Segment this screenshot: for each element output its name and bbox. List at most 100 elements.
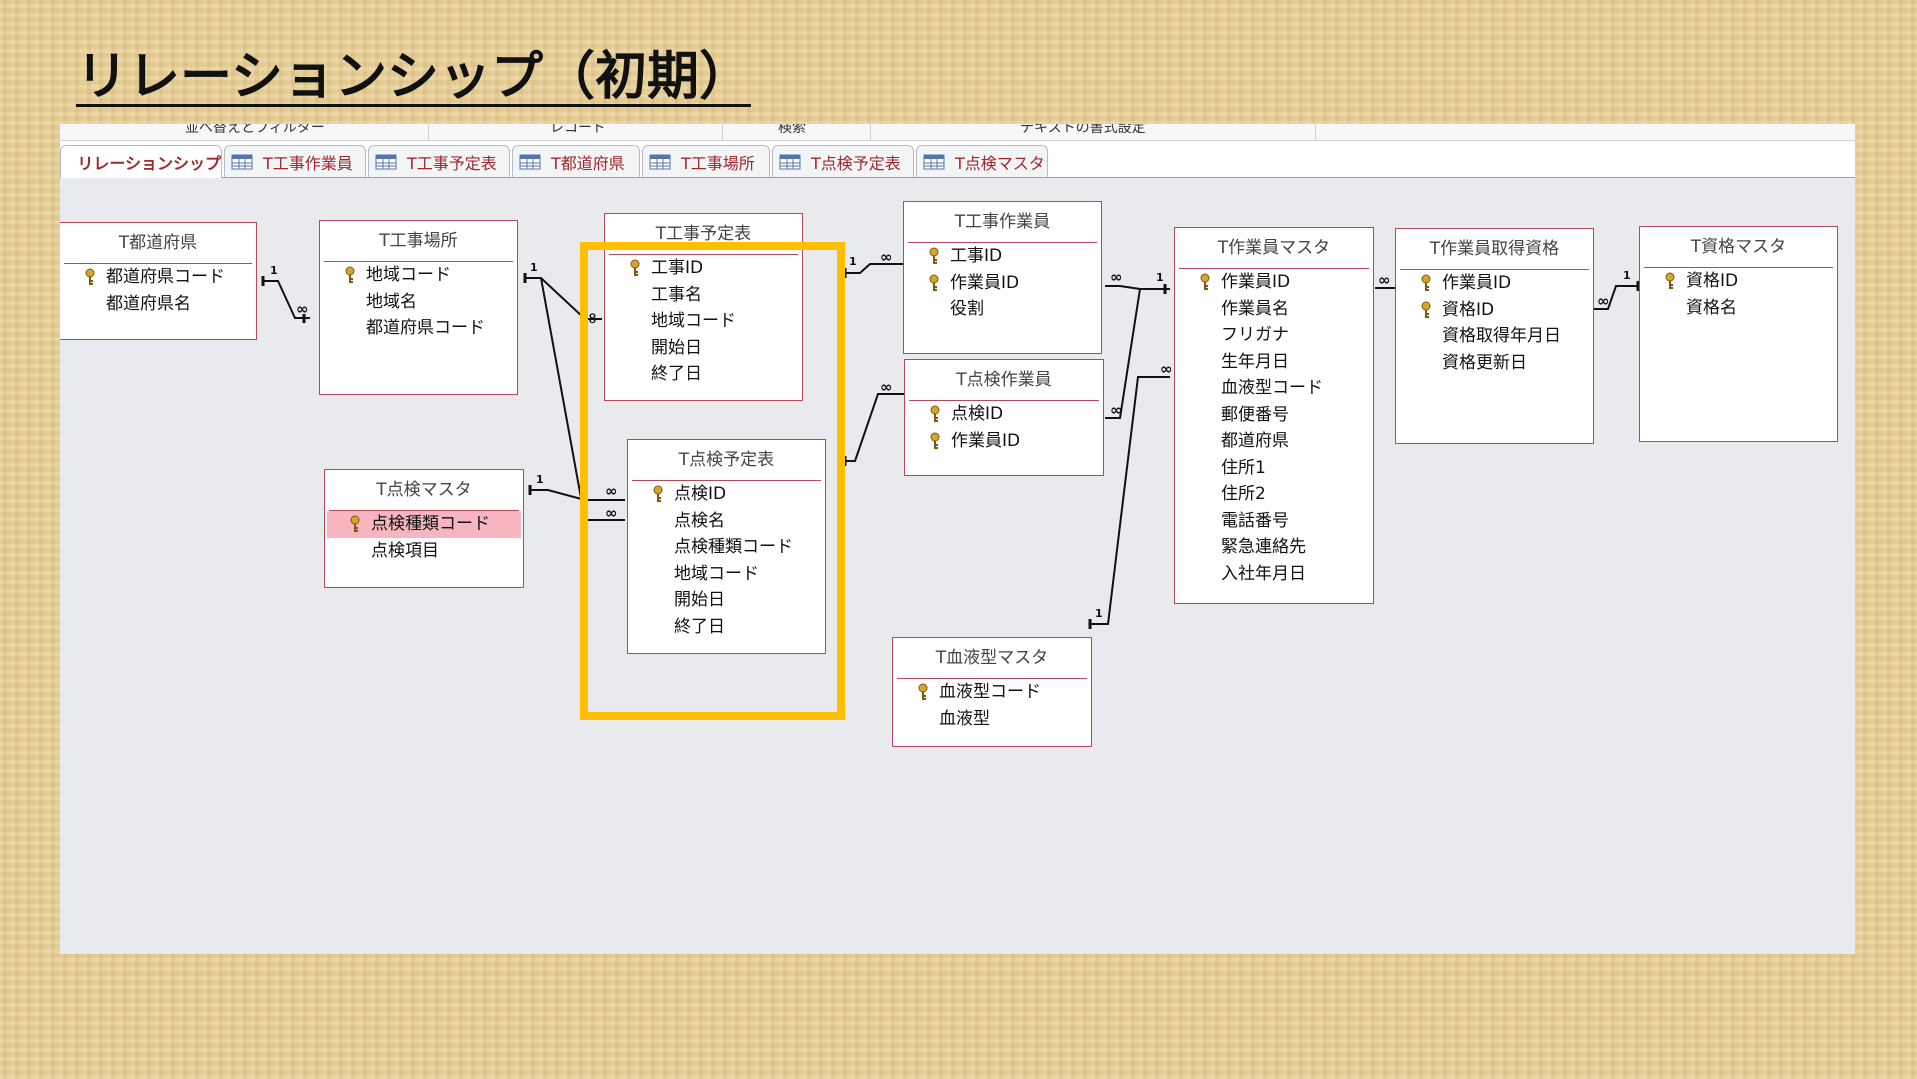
field-row[interactable]: 作業員ID [1398,270,1591,297]
field-row[interactable]: 都道府県 [1177,428,1371,455]
table-title[interactable]: T資格マスタ [1644,227,1833,268]
table-t-koji-sagyoin[interactable]: T工事作業員 工事ID 作業員ID 役割 [903,201,1102,354]
relation-line[interactable] [845,263,905,274]
field-row[interactable]: 作業員ID [1177,269,1371,296]
field-row[interactable]: 点検項目 [327,538,521,565]
relation-line[interactable] [845,393,906,462]
table-t-tenken-sagyoin[interactable]: T点検作業員 点検ID 作業員ID [904,359,1104,476]
table-title[interactable]: T工事作業員 [908,202,1097,243]
tab-label: T工事予定表 [407,153,497,173]
table-t-sagyoin-shutoku-shikaku[interactable]: T作業員取得資格 作業員ID 資格ID 資格取得年月日 資格更新日 [1395,228,1594,444]
table-title[interactable]: T血液型マスタ [897,638,1087,679]
table-t-sagyoin-master[interactable]: T作業員マスタ 作業員ID 作業員名 フリガナ 生年月日 血液型コード 郵便番号… [1174,227,1374,604]
tab-t-koji-sagyoin[interactable]: T工事作業員 [224,145,366,177]
cardinality-label: ∞ [1110,268,1123,286]
field-row[interactable]: 地域コード [322,262,515,289]
field-name: 作業員ID [1221,272,1291,292]
table-t-tenken-master[interactable]: T点検マスタ 点検種類コード 点検項目 [324,469,524,588]
table-t-ketsuekigata-master[interactable]: T血液型マスタ 血液型コード 血液型 [892,637,1092,747]
field-row[interactable]: 資格ID [1642,268,1835,295]
field-row[interactable]: 地域コード [607,308,800,335]
tab-t-tenken-yoteihyo[interactable]: T点検予定表 [772,145,914,177]
table-title[interactable]: T作業員取得資格 [1400,229,1589,270]
field-name: 工事ID [950,246,1003,266]
table-title[interactable]: T都道府県 [64,223,252,264]
ribbon-group-text-format[interactable]: テキストの書式設定 [1020,124,1146,136]
field-row[interactable]: 地域コード [630,561,823,588]
table-title[interactable]: T点検予定表 [632,440,821,481]
table-title[interactable]: T点検マスタ [329,470,519,511]
field-row[interactable]: 作業員ID [906,270,1099,297]
table-icon [519,154,541,169]
field-row[interactable]: 作業員名 [1177,296,1371,323]
relation-line[interactable] [1090,376,1170,625]
tab-t-koji-yoteihyo[interactable]: T工事予定表 [368,145,510,177]
table-t-todofuken[interactable]: T都道府県 都道府県コード 都道府県名 [60,222,257,340]
table-t-shikaku-master[interactable]: T資格マスタ 資格ID 資格名 [1639,226,1838,442]
field-row[interactable]: 工事ID [906,243,1099,270]
field-row[interactable]: 資格取得年月日 [1398,323,1591,350]
field-row[interactable]: 住所2 [1177,481,1371,508]
table-t-koji-yoteihyo[interactable]: T工事予定表 工事ID 工事名 地域コード 開始日 終了日 [604,213,803,401]
field-row[interactable]: 血液型コード [895,679,1089,706]
field-name: 点検ID [674,484,727,504]
field-row[interactable]: 点検ID [630,481,823,508]
field-row[interactable]: 開始日 [607,335,800,362]
field-row[interactable]: 工事名 [607,282,800,309]
field-name: 作業員ID [951,430,1021,451]
field-row[interactable]: 工事ID [607,255,800,282]
tab-t-todofuken[interactable]: T都道府県 [512,145,640,177]
field-row[interactable]: 緊急連絡先 [1177,534,1371,561]
field-row[interactable]: 点検種類コード [630,534,823,561]
field-row[interactable]: 血液型コード [1177,375,1371,402]
table-title[interactable]: T作業員マスタ [1179,228,1369,269]
table-title[interactable]: T工事場所 [324,221,513,262]
key-icon [350,515,360,532]
key-icon [1200,273,1210,290]
tab-t-koji-basho[interactable]: T工事場所 [642,145,770,177]
field-row[interactable]: 都道府県コード [322,315,515,342]
field-row[interactable]: 都道府県名 [62,291,254,318]
ribbon-group-find[interactable]: 検索 [778,124,806,136]
field-row[interactable]: 資格更新日 [1398,350,1591,377]
table-title[interactable]: T工事予定表 [609,214,798,255]
field-row[interactable]: 血液型 [895,706,1089,733]
field-row[interactable]: 資格名 [1642,295,1835,322]
field-row[interactable]: 都道府県コード [62,264,254,291]
key-icon [929,274,939,291]
field-row[interactable]: 終了日 [630,614,823,641]
table-title[interactable]: T点検作業員 [909,360,1099,401]
cardinality-label: 1 [530,261,538,274]
field-name: 資格取得年月日 [1442,326,1561,346]
field-row[interactable]: 役割 [906,296,1099,323]
relation-line[interactable] [1105,288,1170,419]
field-row[interactable]: 点検ID [907,401,1101,428]
field-row[interactable]: 地域名 [322,289,515,316]
field-row[interactable]: 住所1 [1177,455,1371,482]
field-row[interactable]: フリガナ [1177,322,1371,349]
field-row[interactable]: 電話番号 [1177,508,1371,535]
ribbon-group-records[interactable]: レコード [550,124,606,136]
table-t-koji-basho[interactable]: T工事場所 地域コード 地域名 都道府県コード [319,220,518,395]
field-name: 都道府県名 [106,293,191,314]
cardinality-label: 1 [536,473,544,486]
table-t-tenken-yoteihyo[interactable]: T点検予定表 点検ID 点検名 点検種類コード 地域コード 開始日 終了日 [627,439,826,654]
field-name: 緊急連絡先 [1221,537,1306,557]
ribbon-group-sort-filter[interactable]: 並べ替えとフィルター [185,124,325,136]
field-row-selected[interactable]: 点検種類コード [327,511,521,538]
relation-line[interactable] [525,277,602,320]
field-name: 郵便番号 [1221,404,1289,425]
field-row[interactable]: 作業員ID [907,428,1101,455]
field-row[interactable]: 郵便番号 [1177,402,1371,429]
field-row[interactable]: 終了日 [607,361,800,388]
field-row[interactable]: 入社年月日 [1177,561,1371,588]
field-row[interactable]: 生年月日 [1177,349,1371,376]
relation-line[interactable] [530,489,625,501]
field-row[interactable]: 開始日 [630,587,823,614]
field-name: 点検ID [951,404,1004,424]
field-row[interactable]: 資格ID [1398,297,1591,324]
tab-relationships[interactable]: リレーションシップ [60,145,222,178]
relation-line[interactable] [1592,285,1638,310]
tab-t-tenken-master[interactable]: T点検マスタ [916,145,1048,177]
field-row[interactable]: 点検名 [630,508,823,535]
